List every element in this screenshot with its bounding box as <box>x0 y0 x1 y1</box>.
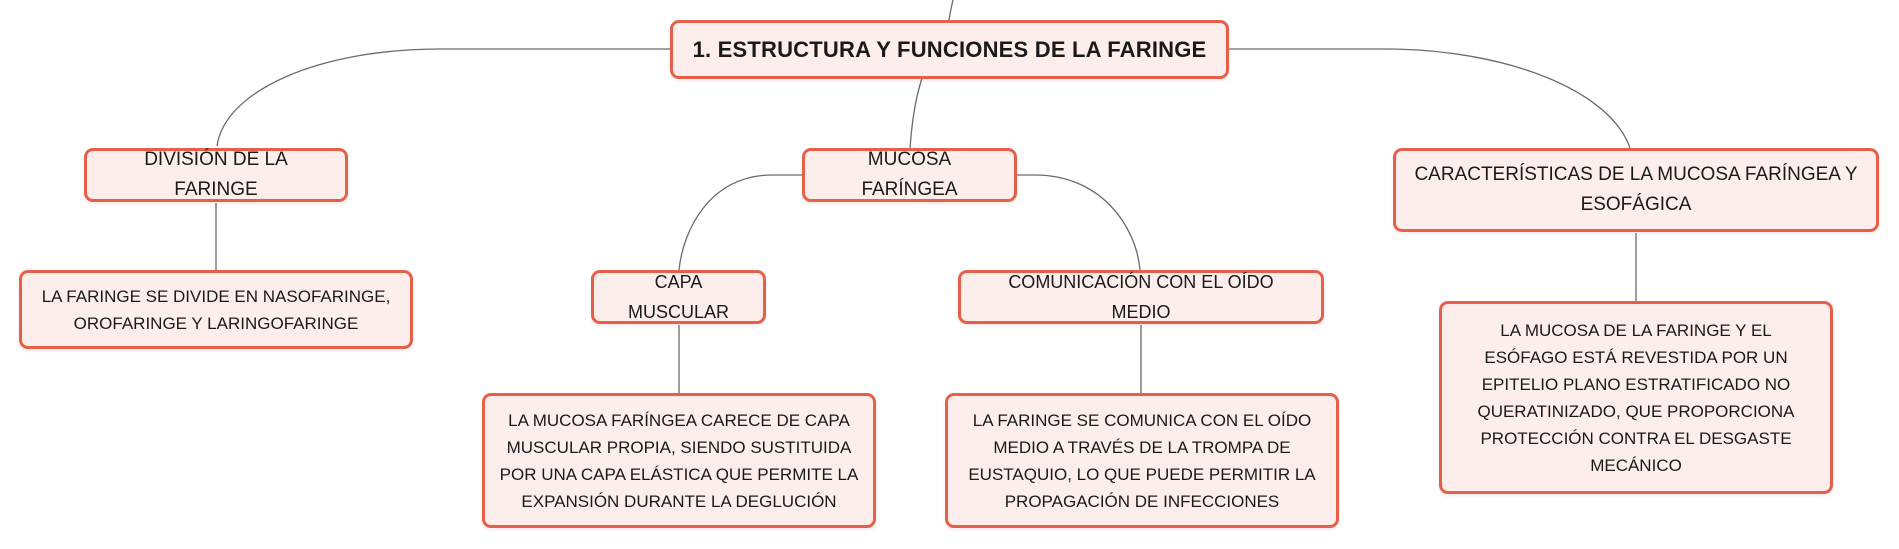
division-detail-text: LA FARINGE SE DIVIDE EN NASOFARINGE, ORO… <box>41 286 391 333</box>
division-topic-node[interactable]: DIVISIÓN DE LA FARINGE <box>84 148 348 202</box>
division-detail-node[interactable]: LA FARINGE SE DIVIDE EN NASOFARINGE, ORO… <box>19 270 413 349</box>
connector-root-to-division <box>216 48 670 147</box>
caracteristicas-topic-label: CARACTERÍSTICAS DE LA MUCOSA FARÍNGEA Y … <box>1414 164 1858 215</box>
caracteristicas-topic-node[interactable]: CARACTERÍSTICAS DE LA MUCOSA FARÍNGEA Y … <box>1393 148 1879 232</box>
capa-muscular-topic-node[interactable]: CAPA MUSCULAR <box>591 270 766 324</box>
root-topic-node[interactable]: 1. ESTRUCTURA Y FUNCIONES DE LA FARINGE <box>670 20 1229 79</box>
connector-parent-to-root <box>948 0 954 21</box>
connector-root-to-mucosa <box>909 77 923 149</box>
capa-muscular-detail-node[interactable]: LA MUCOSA FARÍNGEA CARECE DE CAPA MUSCUL… <box>482 393 876 528</box>
connector-mucosa-to-capa <box>678 174 802 271</box>
comunicacion-topic-label: COMUNICACIÓN CON EL OÍDO MEDIO <box>1008 272 1274 322</box>
mucosa-topic-label: MUCOSA FARÍNGEA <box>861 149 958 200</box>
caracteristicas-detail-node[interactable]: LA MUCOSA DE LA FARINGE Y EL ESÓFAGO EST… <box>1439 301 1833 494</box>
root-topic-label: 1. ESTRUCTURA Y FUNCIONES DE LA FARINGE <box>692 36 1207 62</box>
mucosa-topic-node[interactable]: MUCOSA FARÍNGEA <box>802 148 1017 202</box>
comunicacion-topic-node[interactable]: COMUNICACIÓN CON EL OÍDO MEDIO <box>958 270 1324 324</box>
comunicacion-detail-text: LA FARINGE SE COMUNICA CON EL OÍDO MEDIO… <box>968 410 1316 511</box>
capa-muscular-topic-label: CAPA MUSCULAR <box>627 272 729 322</box>
division-topic-label: DIVISIÓN DE LA FARINGE <box>144 149 288 200</box>
caracteristicas-detail-text: LA MUCOSA DE LA FARINGE Y EL ESÓFAGO EST… <box>1477 320 1795 475</box>
capa-muscular-detail-text: LA MUCOSA FARÍNGEA CARECE DE CAPA MUSCUL… <box>499 410 859 511</box>
connector-root-to-caracteristicas <box>1227 48 1631 149</box>
connector-mucosa-to-comunicacion <box>1017 174 1141 271</box>
comunicacion-detail-node[interactable]: LA FARINGE SE COMUNICA CON EL OÍDO MEDIO… <box>945 393 1339 528</box>
